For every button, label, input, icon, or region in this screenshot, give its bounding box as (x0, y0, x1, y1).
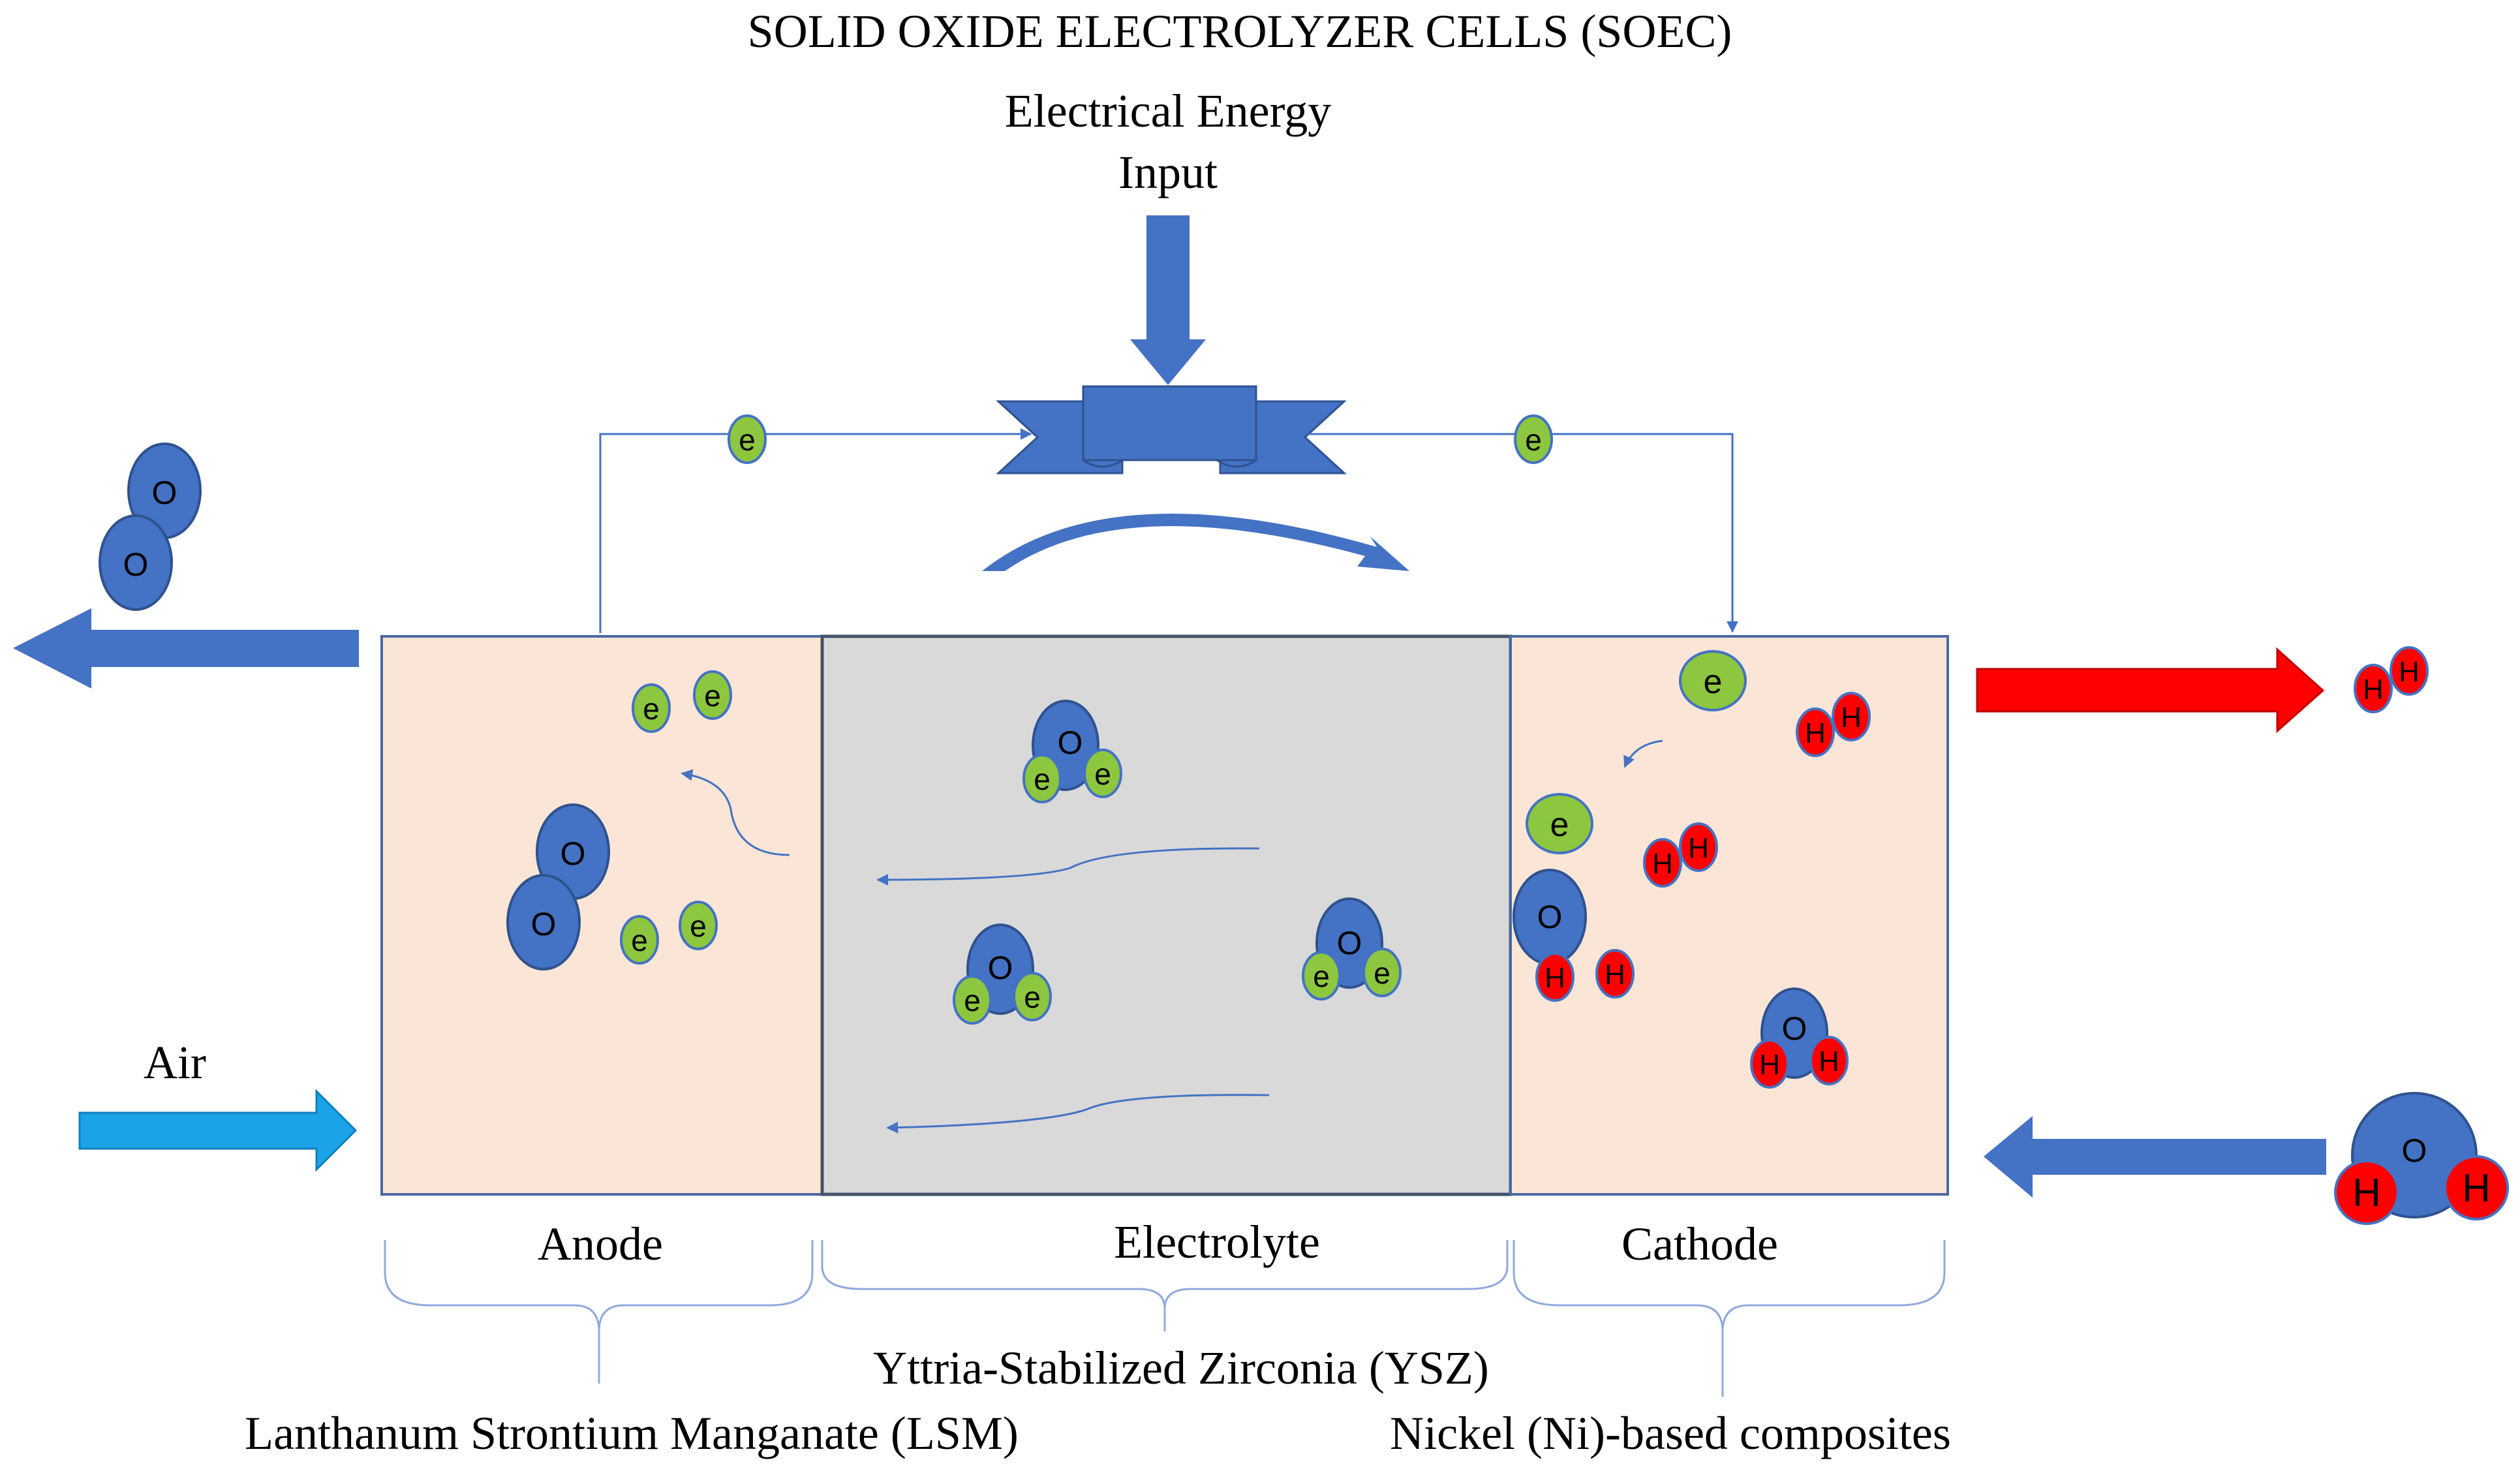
svg-text:e: e (704, 679, 721, 713)
air-label: Air (144, 1036, 206, 1089)
svg-text:e: e (739, 423, 756, 457)
svg-text:H: H (1841, 702, 1862, 734)
electrolyte-brace (821, 1240, 1509, 1331)
cathode-h2-molecule-2: H H (1643, 822, 1718, 888)
svg-text:H: H (2399, 656, 2420, 688)
energy-input-arrow (1130, 215, 1206, 385)
electrolyte-region (820, 634, 1513, 1196)
cathode-electron-2: e (1526, 793, 1593, 854)
energy-input-label-line1: Electrical Energy (1005, 85, 1331, 137)
circulation-arrow (982, 513, 1409, 571)
svg-text:H: H (1544, 962, 1565, 994)
cathode-electron-flow-arrow (1623, 739, 1663, 768)
oxide-ion-2: O e e (953, 924, 1052, 1025)
svg-text:H: H (1819, 1046, 1839, 1078)
cathode-label: Cathode (1621, 1218, 1778, 1270)
svg-text:H: H (1605, 959, 1625, 991)
oxide-ion-3: O e e (1302, 897, 1402, 1001)
h2o-feed-molecule: O H H (2334, 1092, 2509, 1225)
svg-text:e: e (631, 924, 648, 957)
oxide-ion-1: O e e (1022, 700, 1122, 803)
svg-text:H: H (2352, 1171, 2380, 1215)
anode-electrons-top: e e (632, 670, 732, 733)
anode-electron-flow-arrow (681, 769, 790, 856)
svg-text:e: e (1704, 663, 1723, 701)
electrolyte-ion-flow-arrow-2 (886, 1094, 1270, 1134)
electrolyte-material-label: Yttria-Stabilized Zirconia (YSZ) (873, 1342, 1489, 1394)
power-source-ribbon (996, 385, 1347, 474)
cathode-h2o-molecule-2: O H H (1750, 987, 1849, 1089)
wire-electron-left: e (728, 414, 767, 464)
anode-label: Anode (538, 1218, 663, 1270)
energy-input-label-line2: Input (1118, 146, 1218, 198)
cathode-brace (1513, 1240, 1946, 1397)
svg-text:O: O (561, 835, 586, 872)
svg-text:e: e (1024, 980, 1041, 1014)
external-circuit-left-wire (599, 428, 1032, 633)
anode-o2-molecule: O O (506, 803, 610, 970)
svg-text:e: e (643, 692, 660, 726)
svg-text:e: e (1550, 806, 1569, 844)
svg-text:e: e (1034, 762, 1051, 796)
svg-text:O: O (152, 474, 177, 511)
svg-text:O: O (531, 906, 557, 942)
air-input-arrow (78, 1089, 358, 1172)
svg-text:H: H (1652, 848, 1673, 880)
cathode-electron-1: e (1679, 650, 1747, 711)
svg-text:e: e (1525, 423, 1542, 457)
h2-product-molecule: H H (2354, 646, 2429, 713)
svg-text:e: e (690, 909, 707, 943)
svg-text:H: H (1805, 717, 1826, 749)
svg-text:O: O (988, 950, 1013, 986)
svg-text:e: e (964, 984, 981, 1017)
svg-text:O: O (1337, 925, 1362, 961)
external-circuit-right-wire (1308, 433, 1738, 633)
electrolyte-label: Electrolyte (1114, 1216, 1320, 1268)
h2o-input-arrow (1984, 1116, 2326, 1198)
diagram-title: SOLID OXIDE ELECTROLYZER CELLS (SOEC) (748, 5, 1732, 57)
svg-text:e: e (1094, 757, 1111, 791)
anode-material-label: Lanthanum Strontium Manganate (LSM) (245, 1407, 1019, 1459)
anode-brace (384, 1240, 814, 1384)
cathode-material-label: Nickel (Ni)-based composites (1390, 1407, 1951, 1459)
electrolyte-ion-flow-arrow-1 (876, 847, 1260, 886)
o2-output-arrow (13, 608, 359, 689)
svg-text:H: H (1759, 1049, 1780, 1081)
anode-region (380, 635, 823, 1196)
svg-text:H: H (1688, 832, 1709, 864)
cathode-h2-molecule-1: H H (1796, 692, 1871, 757)
svg-text:H: H (2363, 674, 2384, 706)
svg-text:H: H (2462, 1166, 2490, 1210)
svg-text:O: O (2402, 1132, 2427, 1169)
svg-text:O: O (1058, 724, 1083, 761)
svg-text:O: O (123, 546, 149, 583)
svg-text:e: e (1313, 959, 1330, 993)
svg-text:O: O (1782, 1010, 1807, 1047)
anode-electrons-bottom: e e (620, 901, 718, 965)
svg-text:O: O (1537, 899, 1563, 935)
o2-product-molecule: O O (99, 442, 202, 611)
svg-text:e: e (1374, 956, 1391, 990)
wire-electron-right: e (1514, 414, 1553, 464)
cathode-h2o-molecule-1: O H H (1513, 869, 1635, 1002)
h2-output-arrow (1976, 647, 2325, 734)
